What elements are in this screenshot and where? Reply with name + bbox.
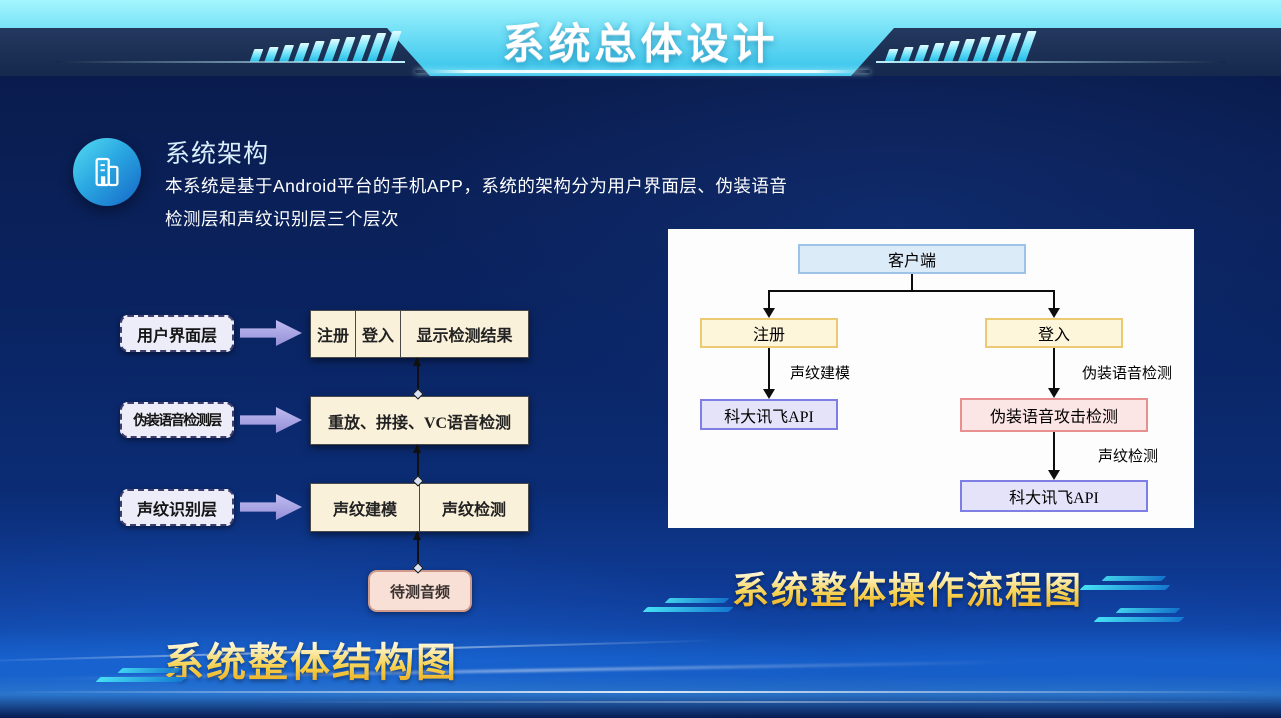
layer-box-ui: 用户界面层 <box>120 315 234 352</box>
layer-box-voiceprint: 声纹识别层 <box>120 489 234 526</box>
light-streak <box>260 701 1281 703</box>
flow-node-iflytek-api-right: 科大讯飞API <box>960 480 1148 512</box>
section-body-line1: 本系统是基于Android平台的手机APP，系统的架构分为用户界面层、伪装语音 <box>165 176 788 196</box>
chevron-decoration <box>95 664 187 686</box>
section-body-line2: 检测层和声纹识别层三个层次 <box>165 209 399 229</box>
header-accent-line <box>876 61 1226 63</box>
voiceprint-row-box: 声纹建模 声纹检测 <box>310 483 529 532</box>
up-connector <box>412 444 424 487</box>
up-connector <box>412 531 424 574</box>
flow-node-register: 注册 <box>700 318 838 348</box>
detect-row-box: 重放、拼接、VC语音检测 <box>310 396 529 445</box>
section-heading: 系统架构 <box>165 140 270 168</box>
vp-cell-detect: 声纹检测 <box>441 501 506 519</box>
light-streak <box>0 691 1281 693</box>
ui-cell-register: 注册 <box>311 311 356 357</box>
right-arrow-icon <box>240 494 302 520</box>
flow-edges <box>763 274 1060 480</box>
header-accent-line <box>55 61 405 63</box>
ui-row-box: 注册 登入 显示检测结果 <box>310 310 529 358</box>
flow-panel: 客户端 注册 登入 科大讯飞API 伪装语音攻击检测 科大讯飞API 声纹建模 … <box>668 229 1194 528</box>
flow-node-client: 客户端 <box>798 244 1026 274</box>
chevron-decoration <box>1079 572 1171 594</box>
audio-box: 待测音频 <box>368 570 472 612</box>
header-center-edge <box>415 70 870 73</box>
flow-node-attack-detect: 伪装语音攻击检测 <box>960 398 1148 432</box>
chevron-decoration <box>1093 604 1185 626</box>
building-icon <box>73 138 141 206</box>
building-icon-glyph <box>95 157 119 187</box>
edge-label-voiceprint-detect: 声纹检测 <box>1098 449 1159 465</box>
edge-label-voiceprint-modeling: 声纹建模 <box>790 366 851 382</box>
layer-box-spoof-detect: 伪装语音检测层 <box>120 402 234 438</box>
flow-node-iflytek-api-left: 科大讯飞API <box>700 399 838 430</box>
flow-diagram-caption: 系统整体操作流程图 <box>732 560 1083 614</box>
ui-cell-login: 登入 <box>356 311 401 357</box>
page-title: 系统总体设计 <box>502 20 779 67</box>
flow-node-login: 登入 <box>985 318 1123 348</box>
structure-diagram-caption: 系统整体结构图 <box>164 630 458 688</box>
chevron-decoration <box>642 594 734 616</box>
edge-label-spoof-detect: 伪装语音检测 <box>1082 366 1173 382</box>
right-arrow-icon <box>240 407 302 433</box>
up-connector <box>412 357 424 400</box>
header-banner: 系统总体设计 <box>0 0 1281 76</box>
vp-cell-modeling: 声纹建模 <box>311 484 420 531</box>
right-arrow-icon <box>240 320 302 346</box>
ui-cell-result: 显示检测结果 <box>416 328 513 345</box>
